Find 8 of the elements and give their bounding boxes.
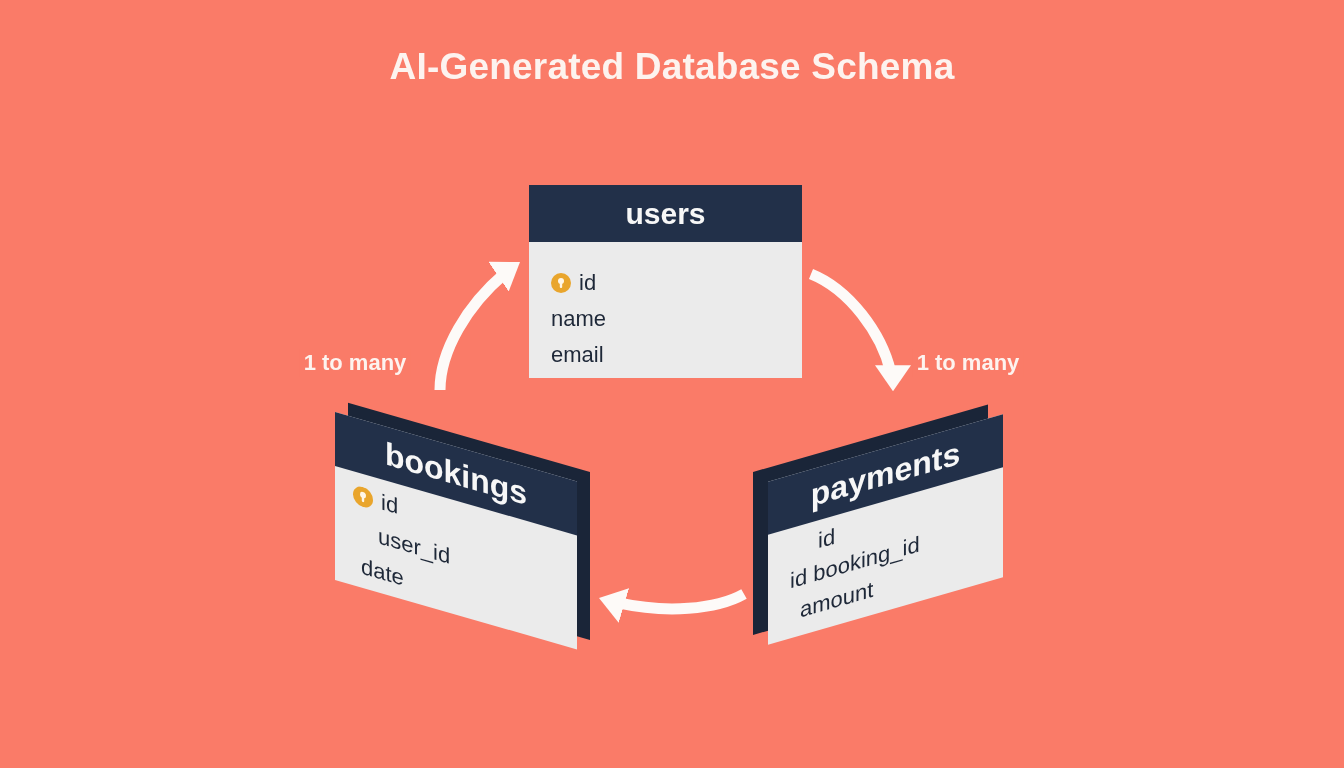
diagram-title: AI-Generated Database Schema (389, 46, 955, 87)
arrow (597, 587, 747, 623)
column-name: name (551, 306, 607, 332)
column-name: email (551, 342, 604, 368)
column-name: id (579, 270, 597, 296)
database-table (529, 185, 802, 378)
arrow (808, 269, 910, 392)
table-name: users (625, 196, 706, 231)
